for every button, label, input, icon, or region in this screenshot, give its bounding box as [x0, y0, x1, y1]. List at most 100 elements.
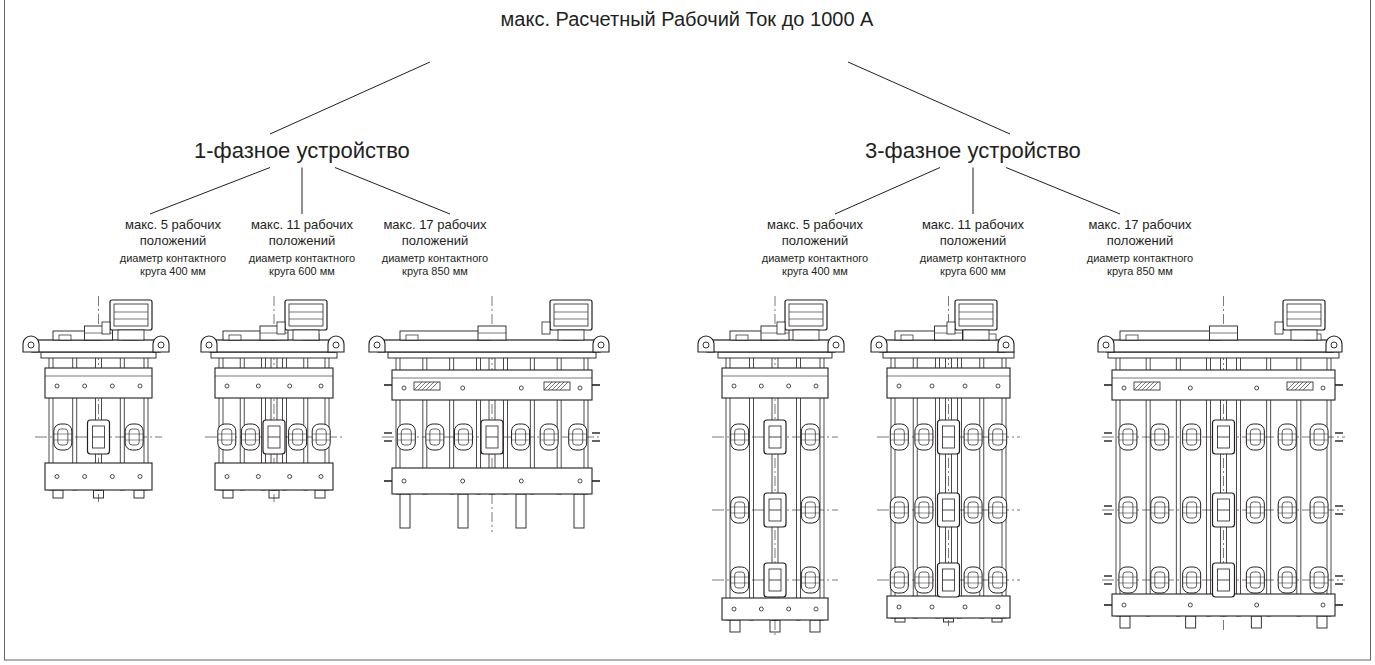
bolt-hole — [319, 384, 323, 388]
gear-housing — [1120, 331, 1220, 340]
foot — [458, 494, 468, 528]
fixed-contact — [289, 424, 307, 450]
contact-line — [1278, 440, 1296, 441]
variant-node: макс. 11 рабочих положенийдиаметр контак… — [909, 214, 1037, 282]
node-heading: макс. Расчетный Рабочий Ток до 1000 А — [428, 7, 946, 32]
hatch-line — [1295, 382, 1303, 390]
side-bolt — [1104, 432, 1112, 433]
side-bolt — [384, 480, 392, 482]
hatch-line — [1299, 382, 1307, 390]
variant-node: макс. 17 рабочих положенийдиаметр контак… — [371, 214, 499, 282]
contact-line — [769, 437, 781, 438]
gear-box — [1210, 326, 1238, 340]
motor-coupling — [542, 322, 550, 334]
contact-line — [1119, 583, 1137, 584]
contact-line — [915, 513, 933, 514]
side-bolt — [592, 480, 600, 482]
head-plate — [707, 340, 835, 352]
bolt-hole — [732, 384, 736, 388]
gear-line — [1210, 333, 1238, 334]
node-detail: диаметр контактного круга 850 мм — [1084, 252, 1196, 280]
fixed-contact — [731, 424, 749, 450]
fixed-contact — [125, 424, 143, 450]
moving-contact — [1213, 420, 1235, 454]
node-detail: диаметр контактного круга 600 мм — [917, 252, 1029, 280]
ear-hole — [833, 342, 839, 348]
contact-line — [1246, 440, 1264, 441]
tap-changer-drawing — [201, 296, 344, 502]
motor-line — [554, 312, 588, 313]
contact-line — [241, 440, 259, 441]
bolt-hole — [1122, 386, 1126, 390]
ear-hole — [28, 342, 34, 348]
side-bolt — [1335, 513, 1343, 514]
moving-contact-core — [769, 569, 781, 591]
contact-line — [915, 507, 933, 508]
contact-insert — [735, 429, 745, 445]
fixed-contact — [801, 497, 819, 523]
foot — [53, 490, 63, 498]
tree-connector — [973, 168, 974, 215]
motor-line — [1287, 312, 1321, 313]
lifting-ear — [1326, 336, 1342, 352]
head-plate — [1107, 340, 1333, 352]
contact-line — [890, 583, 908, 584]
bolt-hole — [256, 475, 260, 479]
foot — [516, 494, 526, 528]
contact-line — [1119, 507, 1137, 508]
hatch-line — [1150, 382, 1158, 390]
ear-hole — [206, 342, 212, 348]
contact-line — [1218, 510, 1230, 511]
ear-hole — [703, 342, 709, 348]
side-bolt — [384, 384, 392, 386]
hatch-line — [430, 382, 438, 390]
hatch-line — [1138, 382, 1146, 390]
fixed-contact — [964, 567, 982, 593]
fixed-contact — [989, 567, 1007, 593]
moving-contact-core — [1218, 569, 1230, 591]
fixed-contact — [940, 497, 958, 523]
side-bolt — [384, 440, 392, 441]
motor-line — [789, 319, 823, 320]
node-heading: макс. 11 рабочих положений — [246, 217, 358, 250]
hatch-line — [414, 382, 422, 390]
contact-line — [801, 583, 819, 584]
fixed-contact — [940, 567, 958, 593]
hatch-line — [1287, 382, 1295, 390]
fixed-contact — [1151, 497, 1169, 523]
foot — [315, 490, 325, 498]
contact-insert — [805, 429, 815, 445]
contact-line — [1246, 507, 1264, 508]
tree-connector — [302, 168, 303, 215]
motor-cover — [1287, 304, 1321, 326]
node-heading: 1-фазное устройство — [194, 137, 410, 165]
foot — [574, 494, 584, 528]
fixed-contact — [1246, 567, 1264, 593]
hatch-line — [1291, 382, 1299, 390]
contact-insert — [1123, 429, 1133, 445]
tap-changer-drawing — [698, 296, 844, 636]
motor-box — [110, 300, 152, 330]
contact-insert — [1314, 572, 1324, 588]
gear-part — [1126, 335, 1138, 340]
hatch-line — [552, 382, 560, 390]
fixed-contact — [1310, 424, 1328, 450]
side-bolt — [1104, 575, 1112, 576]
hatch-line — [418, 382, 426, 390]
bolt-hole — [461, 386, 465, 390]
hatch-line — [556, 382, 564, 390]
contact-line — [1310, 440, 1328, 441]
foot — [1251, 616, 1261, 628]
top-board — [392, 370, 592, 400]
row-centre-line — [1102, 510, 1345, 511]
contact-line — [989, 507, 1007, 508]
bolt-hole — [225, 475, 229, 479]
fixed-contact — [940, 424, 958, 450]
motor-line — [959, 312, 993, 313]
foot — [1317, 616, 1327, 628]
variant-node: макс. 11 рабочих положенийдиаметр контак… — [238, 214, 366, 282]
motor-base — [963, 330, 989, 340]
flange — [1108, 352, 1339, 358]
flange — [883, 352, 1014, 358]
